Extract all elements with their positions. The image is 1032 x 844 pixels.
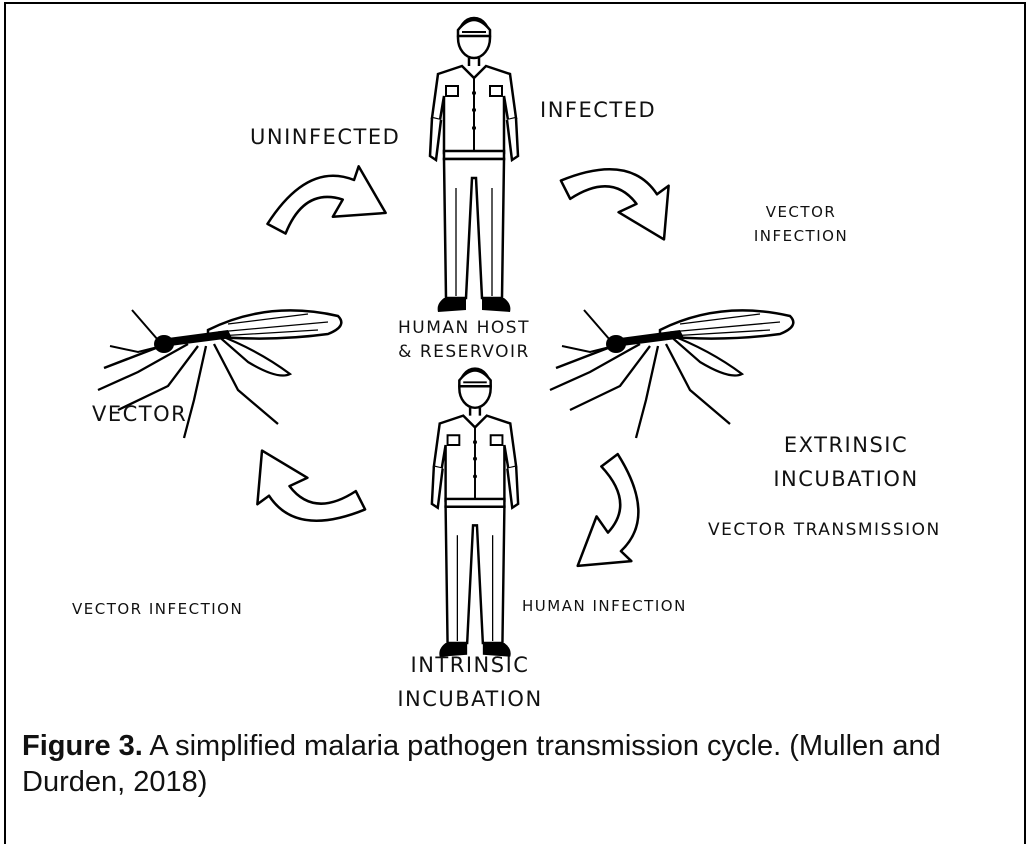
figure-number: Figure 3. (22, 730, 143, 762)
label-human-infection: HUMAN INFECTION (522, 597, 687, 615)
label-uninfected: UNINFECTED (250, 125, 400, 149)
arrow-top-right (554, 151, 682, 240)
figure-caption-text: A simplified malaria pathogen transmissi… (22, 730, 941, 798)
label-infected: INFECTED (540, 98, 656, 122)
human-uninfected-figure (430, 18, 518, 312)
label-vector-transmission: VECTOR TRANSMISSION (708, 520, 941, 540)
arrow-bottom-left (244, 451, 372, 540)
label-vector-infection-top: VECTOR INFECTION (736, 200, 866, 248)
label-intrinsic-incubation: INTRINSIC INCUBATION (370, 648, 570, 716)
label-human-host: HUMAN HOST & RESERVOIR (372, 316, 556, 364)
mosquito-vector-right (550, 310, 793, 438)
arrow-bottom-right (578, 451, 650, 575)
label-vector-infection-bottom: VECTOR INFECTION (72, 600, 243, 618)
human-infected-figure (432, 369, 518, 657)
figure-caption: Figure 3. A simplified malaria pathogen … (22, 728, 1012, 800)
label-extrinsic-incubation: EXTRINSIC INCUBATION (756, 428, 936, 496)
arrow-top-left (259, 163, 385, 244)
label-vector: VECTOR (92, 402, 187, 426)
